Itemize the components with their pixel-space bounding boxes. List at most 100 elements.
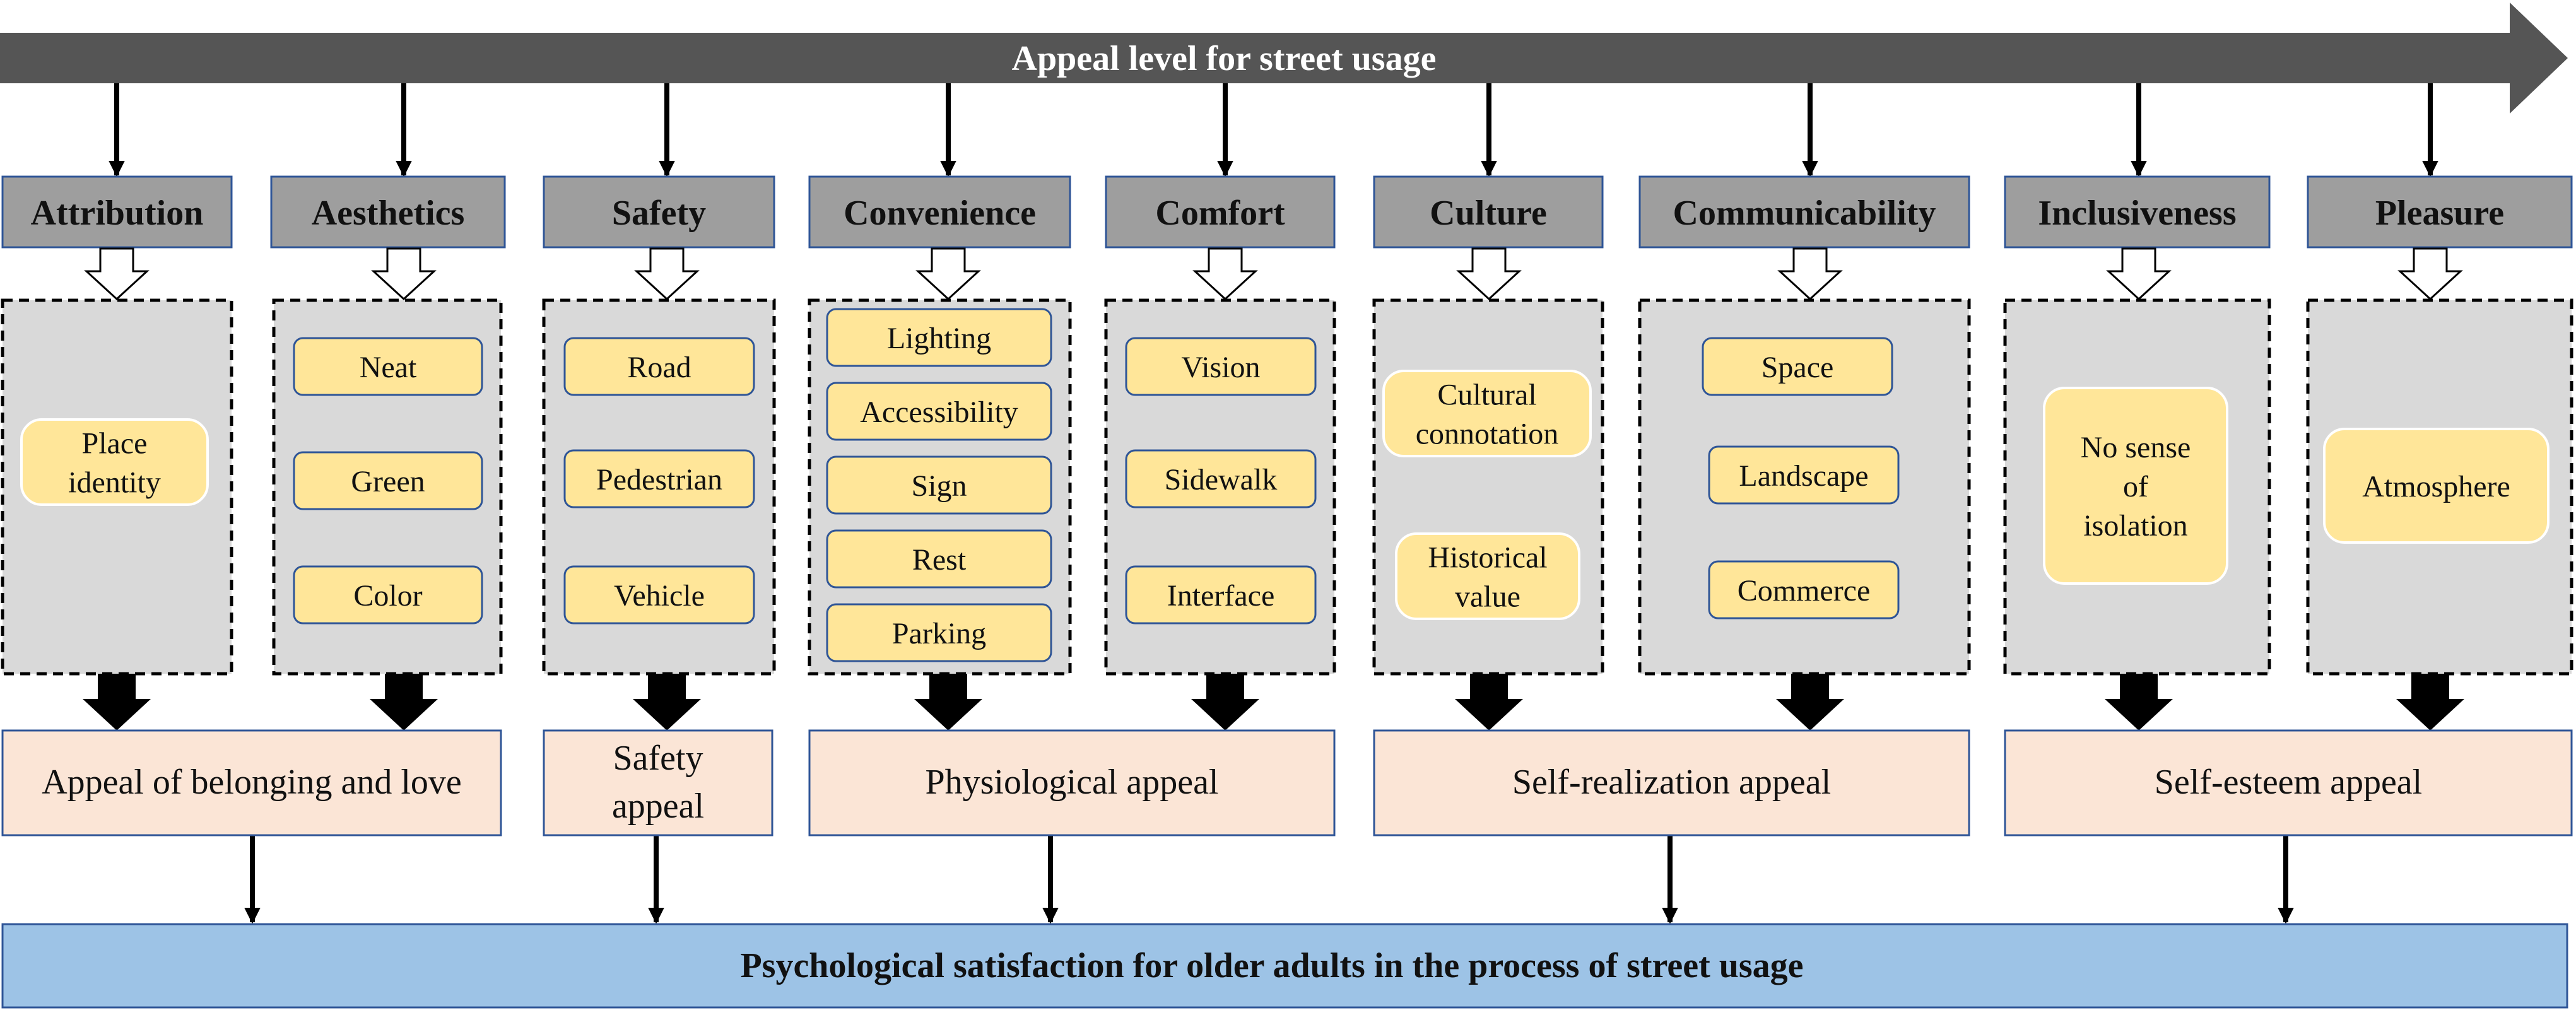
factor-road: Road [563, 337, 755, 396]
factor-vehicle: Vehicle [563, 565, 755, 625]
category-header [270, 175, 506, 249]
category-header [2004, 175, 2271, 249]
hollow-down-arrow [1192, 247, 1258, 301]
appeal-self-realization-appeal: Self-realization appeal [1373, 729, 1970, 836]
factor-label: Green [351, 465, 425, 498]
hollow-down-arrow [634, 247, 700, 301]
factor-box [1708, 445, 1900, 505]
factor-atmosphere: Atmosphere [2323, 428, 2550, 544]
appeal-physiological-appeal: Physiological appeal [808, 729, 1336, 836]
factor-box [826, 382, 1052, 441]
factor-sidewalk: Sidewalk [1125, 449, 1317, 508]
factor-pedestrian: Pedestrian [563, 449, 755, 508]
factor-box [826, 308, 1052, 367]
solid-down-arrow [370, 674, 438, 730]
factor-label: Atmosphere [2362, 470, 2510, 503]
category-label: Aesthetics [312, 194, 465, 233]
appeal-label: Appeal of belonging and love [42, 763, 462, 802]
factor-color: Color [293, 565, 483, 625]
appeal-box [1, 729, 502, 836]
category-header [1638, 175, 1970, 249]
solid-down-arrow [83, 674, 151, 730]
appeal-self-esteem-appeal: Self-esteem appeal [2004, 729, 2573, 836]
solid-down-arrow [1455, 674, 1523, 730]
category-header [2307, 175, 2573, 249]
factor-label: Neat [360, 351, 417, 384]
factor-sign: Sign [826, 455, 1052, 515]
category-label: Safety [612, 194, 706, 233]
factor-neat: Neat [293, 337, 483, 396]
solid-down-arrow [633, 674, 701, 730]
satisfaction-box: Psychological satisfaction for older adu… [1, 923, 2568, 1009]
hollow-down-arrow [2397, 247, 2463, 301]
factor-rest: Rest [826, 529, 1052, 589]
category-header [1105, 175, 1336, 249]
factor-box [826, 603, 1052, 662]
factor-label: Landscape [1739, 459, 1868, 493]
category-label: Inclusiveness [2038, 194, 2236, 233]
hollow-down-arrow [2106, 247, 2172, 301]
factor-box [1702, 337, 1893, 396]
solid-down-arrow [914, 674, 982, 730]
category-label: Attribution [31, 194, 204, 233]
factor-vision: Vision [1125, 337, 1317, 396]
factor-label: Parking [892, 617, 986, 650]
hollow-down-arrow [371, 247, 437, 301]
factor-box [2043, 387, 2228, 585]
factor-label: Color [353, 579, 422, 613]
factor-box [1125, 565, 1317, 625]
category-header [1373, 175, 1604, 249]
factor-parking: Parking [826, 603, 1052, 662]
category-label: Pleasure [2375, 194, 2504, 233]
factor-label: Accessibility [860, 396, 1018, 429]
satisfaction-box-shape [1, 923, 2568, 1009]
factor-label: Pedestrian [596, 463, 722, 496]
hollow-down-arrow [1777, 247, 1843, 301]
category-convenience: ConvenienceLightingAccessibilitySignRest… [808, 175, 1072, 730]
hollow-down-arrow [1456, 247, 1522, 301]
solid-down-arrow [1191, 674, 1259, 730]
factor-label: Interface [1167, 579, 1275, 613]
banner-arrow: Appeal level for street usage [0, 3, 2568, 114]
factor-box [1382, 370, 1592, 457]
category-label: Comfort [1155, 194, 1285, 233]
factor-label: Vision [1181, 351, 1260, 384]
factor-label: Rest [912, 543, 967, 577]
factor-label: Lighting [887, 322, 991, 355]
factor-box [1395, 532, 1580, 620]
factor-label: Road [627, 351, 691, 384]
category-header [808, 175, 1071, 249]
banner-arrow-shape [0, 3, 2568, 114]
connectors [109, 83, 2438, 924]
factor-box [826, 529, 1052, 589]
factor-box [1708, 560, 1900, 619]
factor-box [2323, 428, 2550, 544]
solid-down-arrow [1776, 674, 1844, 730]
hollow-down-arrow [915, 247, 981, 301]
factor-label: Sidewalk [1165, 463, 1278, 496]
solid-down-arrow [2105, 674, 2173, 730]
appeal-box [808, 729, 1336, 836]
appeal-label: Physiological appeal [925, 763, 1218, 802]
factor-label: Commerce [1738, 574, 1871, 607]
appeal-box [1373, 729, 1970, 836]
appeal-label: Self-esteem appeal [2155, 763, 2422, 802]
factor-box [563, 449, 755, 508]
